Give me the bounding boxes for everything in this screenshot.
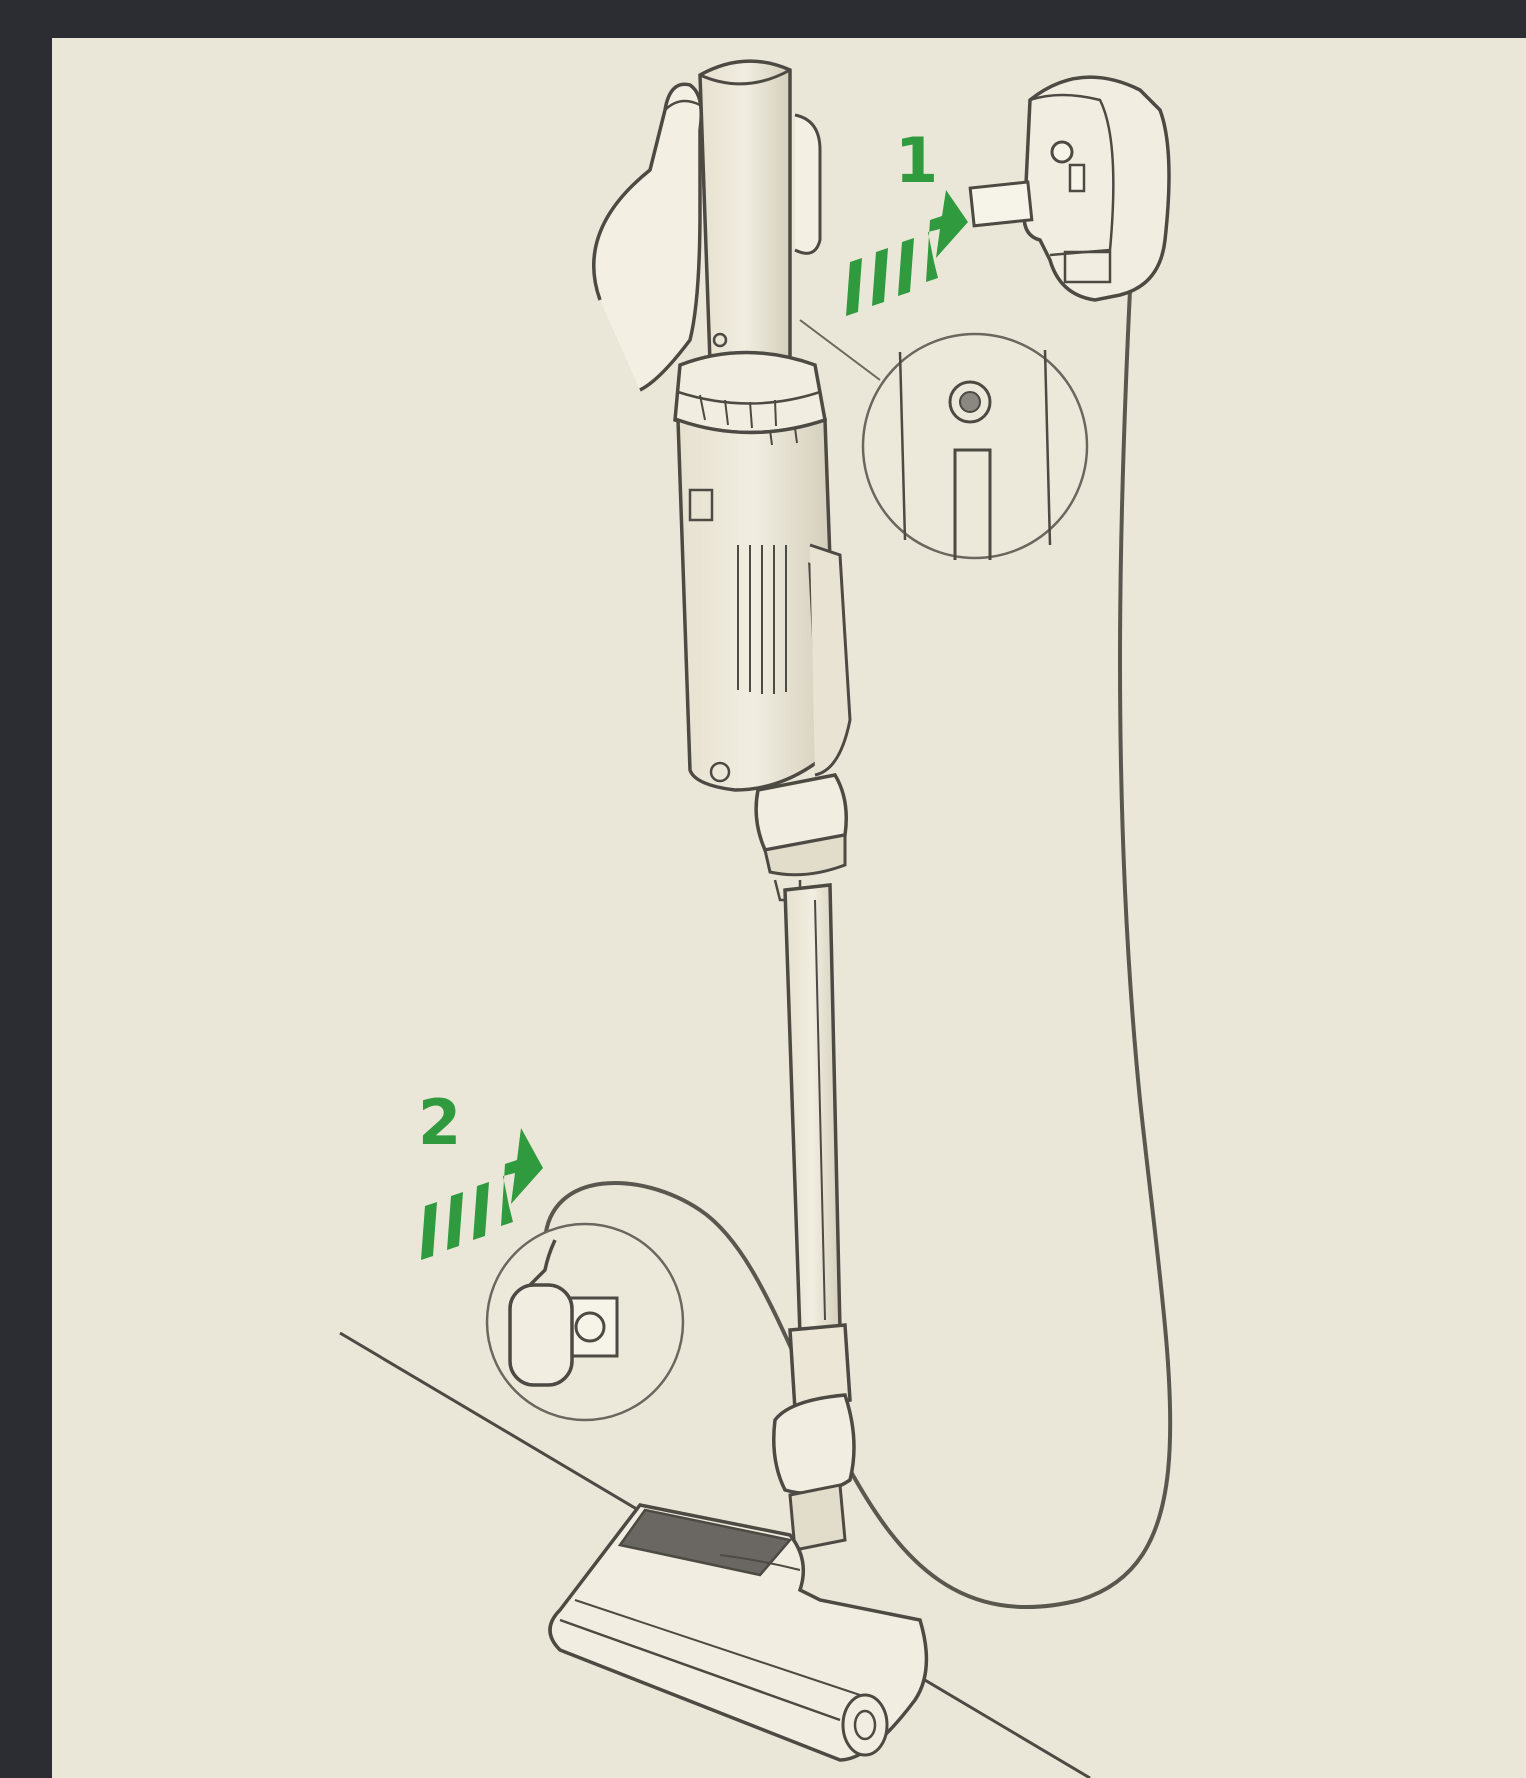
vacuum-floor-head (550, 1505, 926, 1760)
wall-charger (970, 77, 1169, 300)
detail-callout-dock-plug (487, 1224, 683, 1420)
step-2-number: 2 (418, 1092, 461, 1154)
step-1-number: 1 (895, 130, 938, 192)
vacuum-lower-joint (774, 1325, 854, 1550)
vacuum-wand (785, 885, 840, 1335)
vacuum-body (678, 420, 850, 790)
vacuum-connector (756, 775, 846, 900)
detail-callout-charging-port (863, 334, 1087, 560)
vacuum-motor-ring (675, 353, 825, 433)
step-1-arrow (846, 190, 968, 316)
vacuum-handle (700, 61, 790, 370)
